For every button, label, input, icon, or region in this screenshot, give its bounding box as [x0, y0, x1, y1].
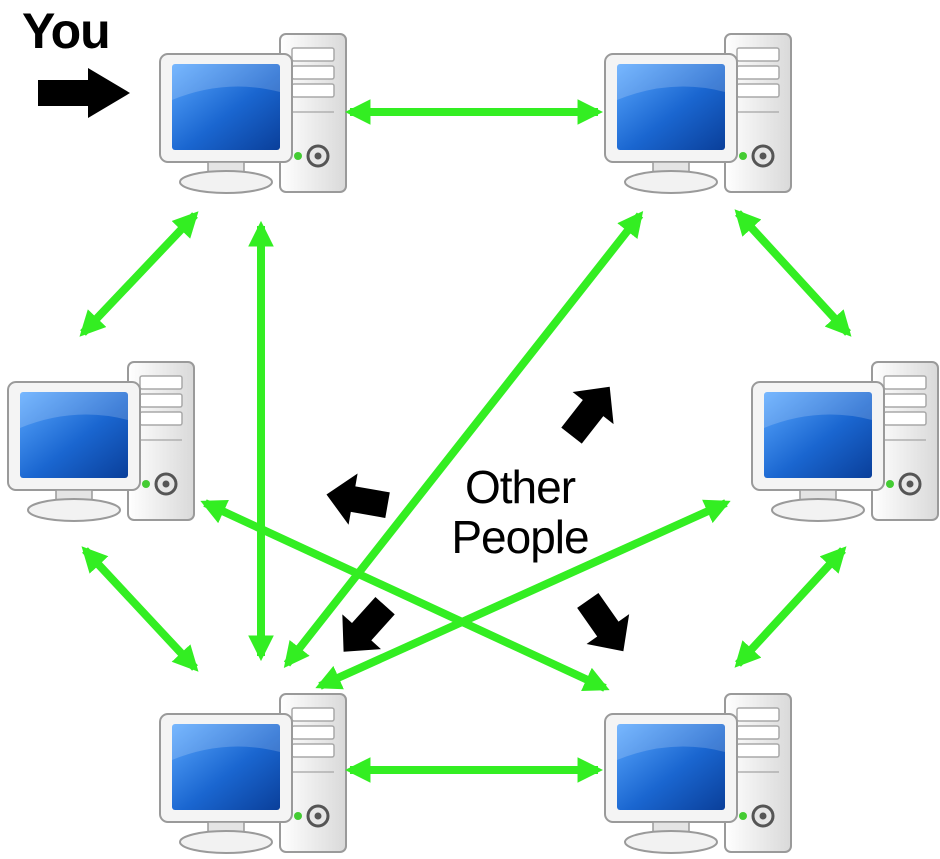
link-mid-right-bottom-left — [315, 499, 731, 690]
computer-icon — [158, 692, 348, 855]
other-people-line-1: Other — [464, 461, 576, 513]
other-people-line-2: People — [451, 511, 589, 563]
computer-mid-right — [750, 360, 940, 523]
arrow-to-mid-left-icon — [326, 473, 390, 525]
link-mid-left-bottom-left — [81, 546, 199, 672]
computer-icon — [158, 32, 348, 195]
link-top-left-mid-left — [79, 211, 199, 337]
arrow-to-top-right-icon — [561, 386, 614, 444]
computer-top-left — [158, 32, 348, 195]
computer-mid-left — [6, 360, 196, 523]
computer-icon — [750, 360, 940, 523]
computer-top-right — [603, 32, 793, 195]
computer-icon — [603, 692, 793, 855]
you-label: You — [22, 3, 111, 59]
link-top-right-bottom-left — [283, 210, 644, 669]
computer-icon — [603, 32, 793, 195]
pointer-arrows — [38, 68, 630, 652]
link-top-right-mid-right — [734, 209, 852, 337]
other-people-label: Other People — [420, 462, 620, 562]
computer-bottom-right — [603, 692, 793, 855]
arrow-to-bottom-right-icon — [577, 592, 630, 652]
arrow-to-bottom-left-icon — [342, 597, 395, 652]
you-arrow-icon — [38, 68, 130, 118]
computer-bottom-left — [158, 692, 348, 855]
link-mid-right-bottom-right — [734, 546, 847, 668]
computer-icon — [6, 360, 196, 523]
